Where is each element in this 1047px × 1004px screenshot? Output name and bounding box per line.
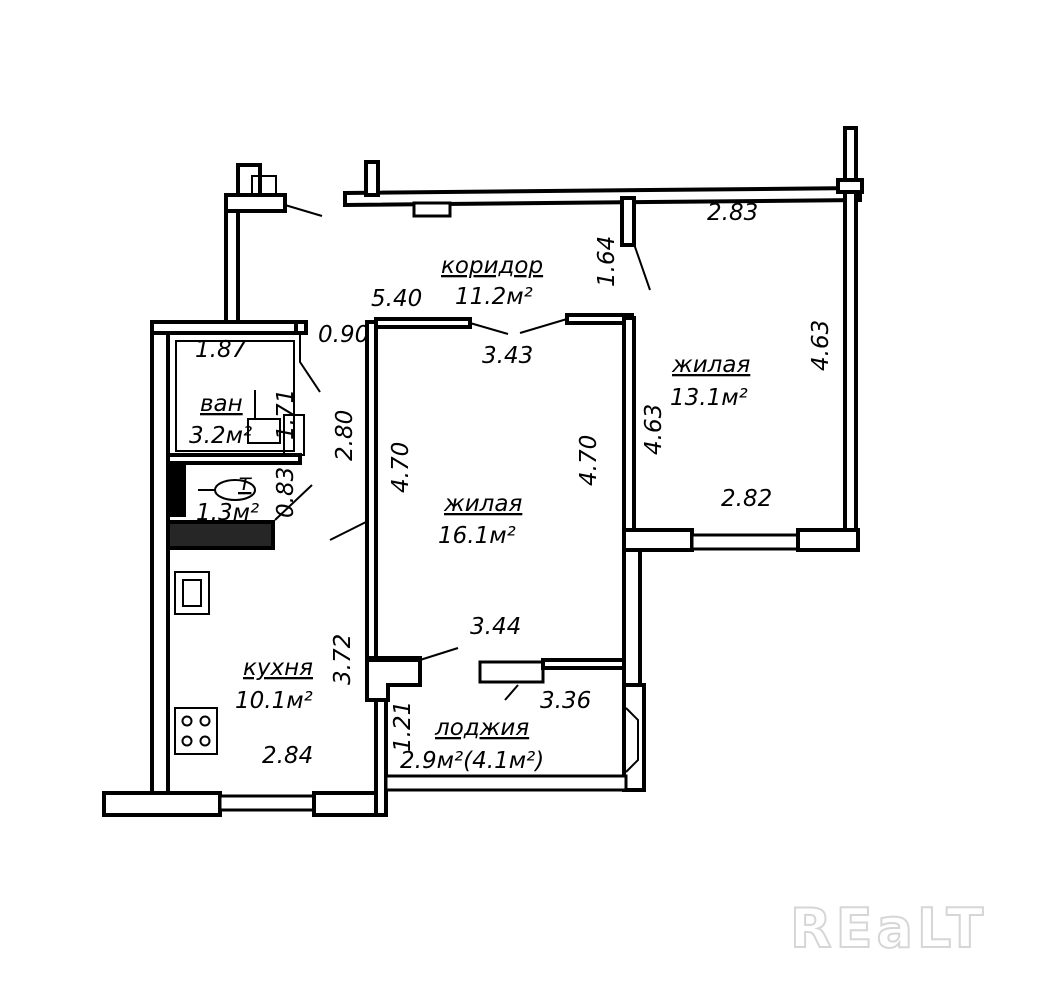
watermark-logo: REaLT [790,897,987,960]
small-room-door-swing [633,243,651,291]
big-room-door-right [519,318,568,334]
kitchen-left-wall [150,320,170,797]
toilet-door-swing [274,484,313,521]
big-room-right-wall [622,316,636,532]
loggia-right-wall [622,683,646,792]
loggia-left-block [365,658,422,702]
toilet-bottom-fill [168,522,273,548]
entrance-cap [224,193,287,213]
loggia-door-frame [478,660,545,684]
wall-stub-left [364,160,380,197]
bath-toilet-partition [166,453,302,465]
bath-top-wall [150,320,305,335]
dim-hall-side: 2.80 [332,410,358,461]
loggia-railing [384,774,628,792]
toilet-shaft [168,465,186,517]
dim-big-room-left: 4.70 [388,442,414,493]
bath-sink [247,418,281,444]
fixtures [174,340,305,755]
bath-area: 3.2м² [189,423,252,449]
big-room-name: жилая [443,491,522,517]
dim-kitchen-width: 2.84 [262,743,313,769]
dim-loggia-depth: 1.21 [390,701,416,752]
burner-3 [181,735,193,747]
burner-1 [181,715,193,727]
dim-toilet-height: 0.83 [273,467,299,518]
corridor-niche [412,201,452,218]
bath-door-swing [299,333,321,393]
big-room-bottom-right [541,658,629,670]
dim-small-room-bottom: 2.82 [721,486,772,512]
dim-corridor-length: 5.40 [371,286,422,312]
big-room-door-left [469,322,509,335]
loggia-area: 2.9м²(4.1м²) [400,748,544,774]
small-room-bottom-right [796,528,860,552]
small-room-window [690,533,800,551]
corridor-top-wall [343,185,862,208]
big-room-area: 16.1м² [438,523,516,549]
toilet-area: 1.3м² [196,500,259,526]
burner-2 [199,715,211,727]
burner-4 [199,735,211,747]
kitchen-sink-basin [182,579,202,607]
dim-kitchen-height: 3.72 [330,634,356,685]
small-room-area: 13.1м² [670,385,748,411]
dim-big-room-bottom: 3.44 [470,614,521,640]
loggia-name: лоджия [434,715,529,741]
dim-bath-width: 1.87 [195,337,247,363]
kitchen-area: 10.1м² [235,688,313,714]
step-wall-horizontal [622,528,694,552]
kitchen-bottom-wall-left [102,791,222,817]
kitchen-sink [174,571,210,615]
dim-loggia-width: 3.36 [540,688,591,714]
dim-small-room-left: 4.63 [641,404,667,455]
dim-corridor-gap: 0.90 [318,322,369,348]
bath-name: ван [200,391,243,417]
corridor-area: 11.2м² [455,284,533,310]
small-room-name: жилая [671,352,750,378]
entrance-left-wall [224,198,240,324]
dim-big-room-top: 3.43 [482,343,533,369]
big-room-top-wall-left [374,317,472,329]
dim-big-room-right: 4.70 [576,435,602,486]
big-room-left-wall [365,320,378,662]
kitchen-door-swing [329,521,367,541]
bathtub [175,340,295,452]
kitchen-stove [174,707,218,755]
loggia-door-swing-2 [504,684,519,701]
entrance-door-swing [284,204,323,217]
toilet-name: т [238,470,252,496]
labels: коридор 11.2м² 5.40 0.90 2.83 1.64 4.63 … [189,200,834,774]
walls [102,126,864,817]
bath-cabinet [283,414,305,456]
entrance-shaft [251,175,277,195]
kitchen-name: кухня [243,655,313,681]
dim-small-room-right: 4.63 [808,320,834,371]
bath-right-wall [294,320,308,335]
corridor-name: коридор [441,253,543,279]
loggia-door-swing [419,647,459,661]
kitchen-window [218,794,316,812]
small-room-stub [620,196,636,247]
dim-small-room-depth: 1.64 [594,236,620,287]
dim-bath-height: 1.71 [273,389,299,440]
loggia-right-notch [625,707,639,773]
doors [274,204,651,701]
right-wall-cap [836,178,864,194]
dim-small-room-top: 2.83 [707,200,758,226]
